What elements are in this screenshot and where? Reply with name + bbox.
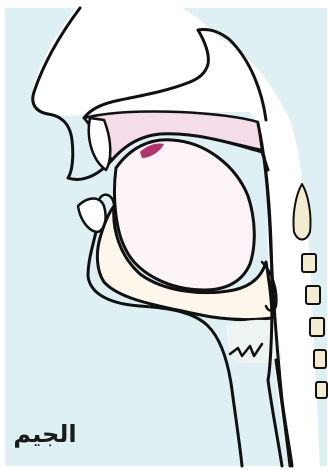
vertebra-5: [314, 350, 326, 368]
letter-caption: الجيم: [10, 422, 80, 446]
vertebra-3: [306, 286, 320, 304]
vertebra-6: [316, 382, 327, 398]
vertebra-2: [302, 254, 316, 272]
vertebra-4: [310, 318, 324, 336]
